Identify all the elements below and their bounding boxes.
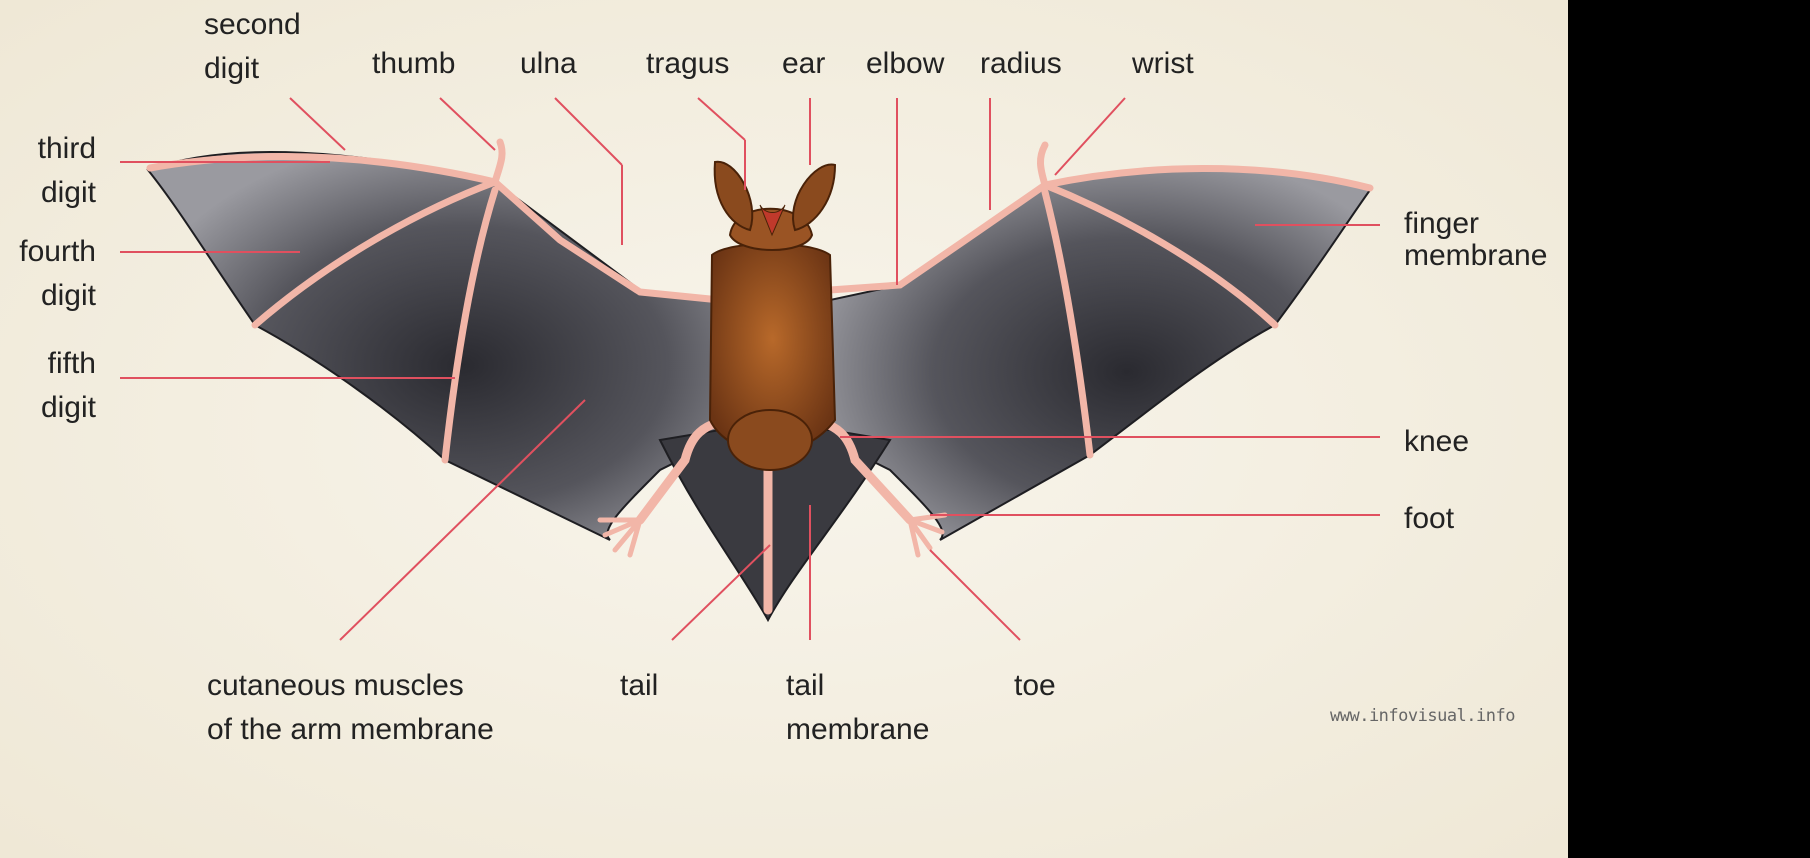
bat-hip — [728, 410, 812, 470]
label-foot: foot — [1404, 497, 1454, 541]
diagram-panel: second digit thumb ulna tragus ear elbow… — [0, 0, 1568, 858]
label-second-digit: second digit — [204, 3, 301, 91]
label-toe: toe — [1014, 664, 1056, 708]
label-thumb: thumb — [372, 42, 455, 86]
label-knee: knee — [1404, 420, 1469, 464]
label-tail: tail — [620, 664, 658, 708]
label-fifth-digit: fifth digit — [10, 342, 96, 430]
label-radius: radius — [980, 42, 1062, 86]
credit-watermark: www.infovisual.info — [1330, 706, 1515, 726]
label-ear: ear — [782, 42, 825, 86]
letterbox-edge — [1568, 0, 1810, 858]
label-fourth-digit: fourth digit — [10, 230, 96, 318]
label-tail-membrane: tail membrane — [786, 664, 929, 752]
label-elbow: elbow — [866, 42, 944, 86]
label-third-digit: third digit — [10, 127, 96, 215]
label-finger-membrane: finger membrane — [1404, 208, 1547, 272]
label-tragus: tragus — [646, 42, 729, 86]
label-cutaneous-muscles: cutaneous muscles of the arm membrane — [207, 664, 494, 752]
label-ulna: ulna — [520, 42, 577, 86]
label-wrist: wrist — [1132, 42, 1194, 86]
